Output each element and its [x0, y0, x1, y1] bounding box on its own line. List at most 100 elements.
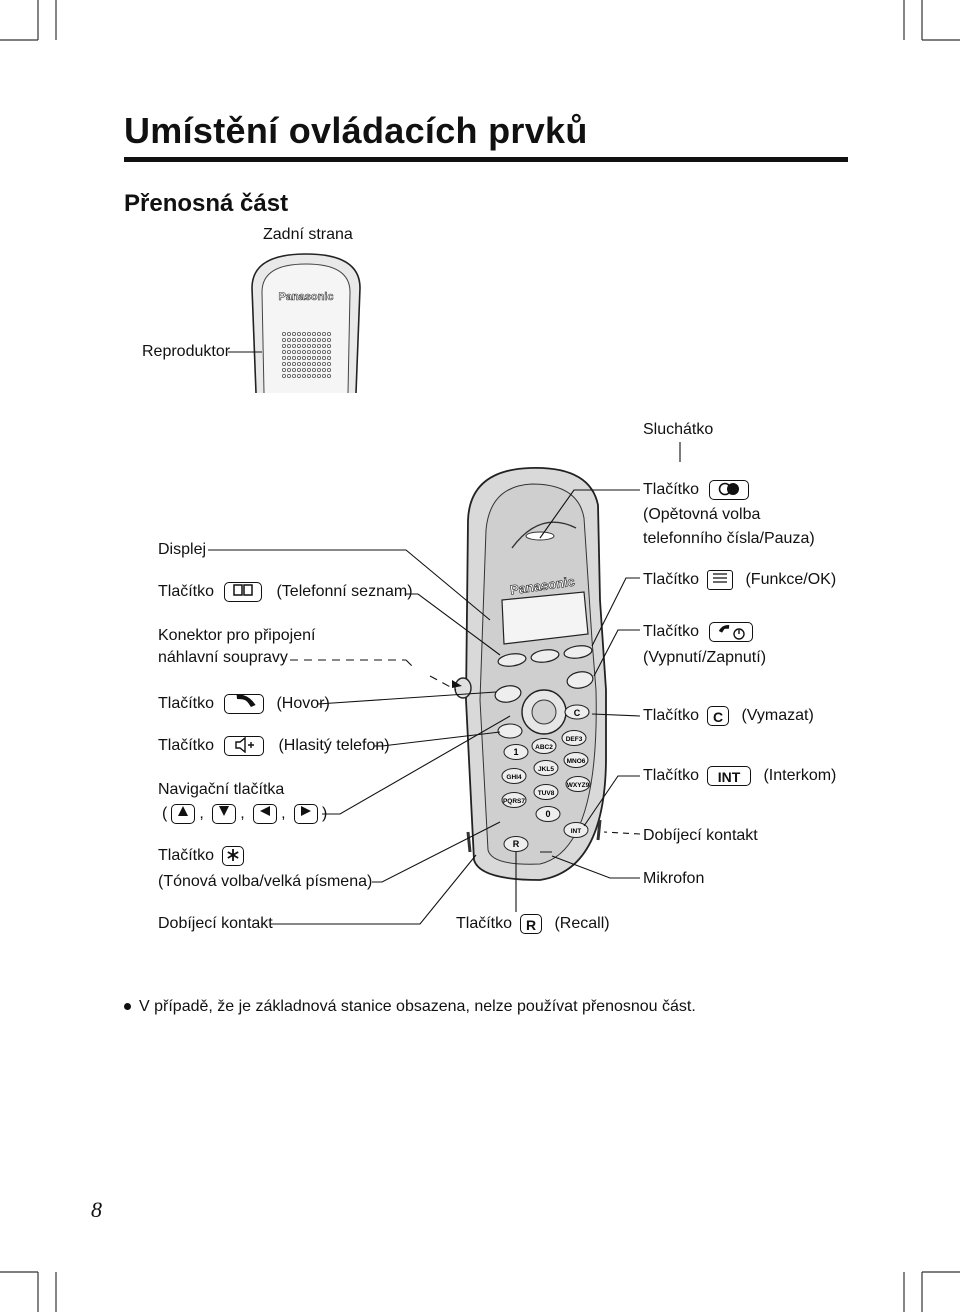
grille-hole	[302, 344, 307, 349]
handset-key-label: DEF3	[566, 736, 583, 743]
grille-hole	[282, 332, 287, 337]
grille-hole	[312, 374, 317, 379]
handset-key	[501, 768, 527, 784]
grille-hole	[287, 344, 292, 349]
grille-hole	[312, 368, 317, 373]
grille-hole	[307, 332, 312, 337]
grille-hole	[302, 356, 307, 361]
handset-key	[533, 760, 559, 776]
bullet-icon	[124, 1003, 131, 1011]
grille-hole	[307, 344, 312, 349]
grille-hole	[297, 374, 302, 379]
handset-key-c: C	[574, 708, 581, 718]
page-number: 8	[91, 1197, 102, 1222]
back-side-caption: Zadní strana	[263, 226, 353, 243]
grille-hole	[292, 368, 297, 373]
grille-hole	[287, 374, 292, 379]
grille-hole	[317, 338, 322, 343]
handset-key	[563, 752, 589, 768]
grille-hole	[322, 356, 327, 361]
grille-hole	[317, 374, 322, 379]
grille-hole	[292, 362, 297, 367]
label-dobijeci-left: Dobíjecí kontakt	[158, 915, 273, 932]
nav-right-icon	[294, 804, 318, 824]
label-vypnuti: (Vypnutí/Zapnutí)	[643, 649, 767, 666]
handset-key	[503, 744, 529, 760]
handset-key-label: 1	[513, 747, 518, 757]
label-konektor-1: Konektor pro připojení	[158, 627, 316, 644]
grille-hole	[307, 338, 312, 343]
speaker-grille	[282, 332, 332, 379]
grille-hole	[297, 350, 302, 355]
handset-body: Panasonic C	[454, 467, 607, 881]
grille-hole	[317, 362, 322, 367]
menu-icon	[707, 570, 734, 590]
grille-hole	[282, 350, 287, 355]
title-rule	[124, 157, 848, 162]
grille-hole	[282, 362, 287, 367]
label-displej: Displej	[158, 541, 207, 558]
label-function-button: Tlačítko (Funkce/OK)	[643, 570, 837, 590]
label-speaker-button: Tlačítko (Hlasitý telefon)	[158, 736, 390, 756]
grille-hole	[282, 368, 287, 373]
grille-hole	[322, 350, 327, 355]
nav-down-icon	[212, 804, 237, 824]
grille-hole	[297, 332, 302, 337]
grille-hole	[327, 350, 332, 355]
grille-hole	[302, 368, 307, 373]
label-reproduktor: Reproduktor	[142, 343, 231, 360]
intercom-key-icon: INT	[707, 766, 752, 786]
grille-hole	[317, 350, 322, 355]
phonebook-icon	[224, 582, 263, 602]
grille-hole	[327, 374, 332, 379]
handset-key	[501, 792, 527, 808]
grille-hole	[297, 338, 302, 343]
nav-up-icon	[171, 804, 196, 824]
grille-hole	[322, 338, 327, 343]
grille-hole	[317, 344, 322, 349]
grille-hole	[312, 338, 317, 343]
grille-hole	[282, 374, 287, 379]
grille-hole	[327, 332, 332, 337]
grille-hole	[287, 338, 292, 343]
grille-hole	[302, 332, 307, 337]
grille-hole	[302, 362, 307, 367]
grille-hole	[292, 374, 297, 379]
grille-hole	[322, 344, 327, 349]
grille-hole	[327, 338, 332, 343]
speakerphone-icon	[224, 736, 265, 756]
grille-hole	[282, 344, 287, 349]
grille-hole	[307, 374, 312, 379]
grille-hole	[307, 362, 312, 367]
label-dobijeci-right: Dobíjecí kontakt	[643, 827, 758, 844]
talk-icon	[224, 694, 265, 714]
phonebook-text: (Telefonní seznam)	[276, 583, 413, 601]
page-title: Umístění ovládacích prvků	[124, 110, 588, 151]
handset-key	[563, 822, 589, 838]
label-mikrofon: Mikrofon	[643, 870, 705, 887]
grille-hole	[322, 332, 327, 337]
grille-hole	[302, 374, 307, 379]
grille-hole	[312, 350, 317, 355]
label-tonova: (Tónová volba/velká písmena)	[158, 873, 373, 890]
grille-hole	[327, 362, 332, 367]
label-opetovna-1: (Opětovná volba	[643, 506, 761, 523]
grille-hole	[312, 356, 317, 361]
grille-hole	[307, 356, 312, 361]
handset-key	[531, 738, 557, 754]
grille-hole	[307, 350, 312, 355]
grille-hole	[317, 356, 322, 361]
grille-hole	[327, 344, 332, 349]
handset-key-label: WXYZ9	[567, 782, 590, 789]
redial-icon	[709, 480, 750, 500]
handset-key-label: R	[513, 839, 520, 849]
recall-key-icon: R	[520, 914, 543, 934]
grille-hole	[327, 356, 332, 361]
grille-hole	[317, 332, 322, 337]
grille-hole	[297, 362, 302, 367]
label-star-button: Tlačítko	[158, 846, 250, 866]
handset-key-label: GHI4	[506, 774, 522, 781]
grille-hole	[297, 344, 302, 349]
